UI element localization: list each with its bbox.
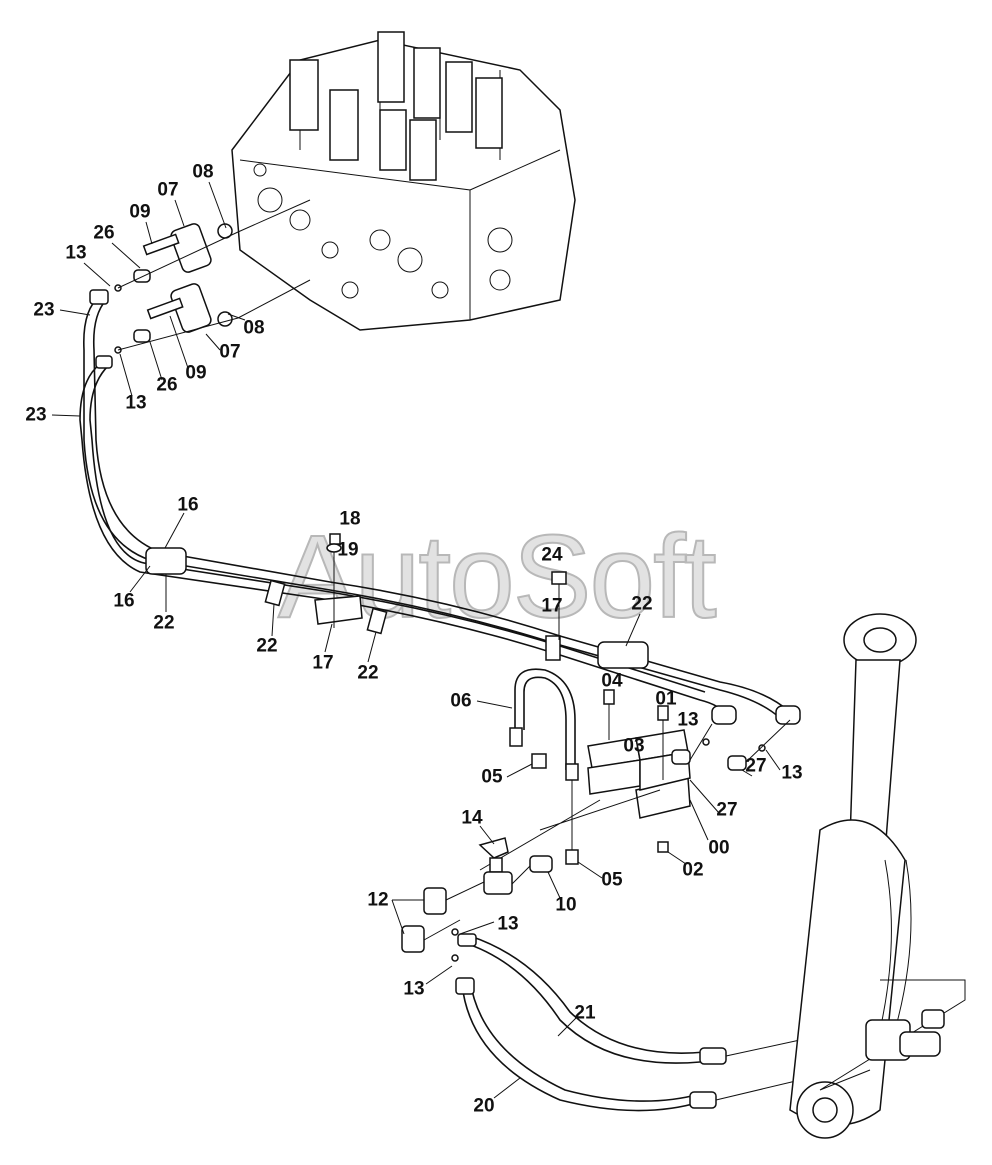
hoses-23 [79,289,801,725]
part-label-17: 17 [541,595,563,617]
part-label-07: 07 [157,179,179,201]
part-label-22: 22 [256,635,278,657]
part-label-21: 21 [574,1002,596,1024]
part-label-03: 03 [623,735,645,757]
part-label-12: 12 [367,889,389,911]
leader-lines [51,181,781,1099]
manifold-block [479,689,791,871]
part-label-26: 26 [93,222,115,244]
part-label-24: 24 [541,544,563,566]
hoses-20-21 [455,933,801,1112]
part-label-20: 20 [473,1095,495,1117]
part-label-13: 13 [677,709,699,731]
part-label-00: 00 [708,837,730,859]
part-label-10: 10 [555,894,577,916]
part-label-22: 22 [357,662,379,684]
part-label-13: 13 [781,762,803,784]
part-label-22: 22 [153,612,175,634]
part-label-09: 09 [185,362,207,384]
part-label-23: 23 [25,404,47,426]
part-label-18: 18 [339,508,361,530]
control-valve [231,31,576,331]
boom-cylinder [789,613,966,1139]
part-label-16: 16 [113,590,135,612]
part-label-19: 19 [337,539,359,561]
part-label-13: 13 [125,392,147,414]
part-label-17: 17 [312,652,334,674]
part-label-08: 08 [243,317,265,339]
part-label-09: 09 [129,201,151,223]
part-label-23: 23 [33,299,55,321]
part-label-05: 05 [601,869,623,891]
stop-valve [401,837,553,962]
hose-06 [509,668,579,865]
part-label-04: 04 [601,670,623,692]
part-label-05: 05 [481,766,503,788]
part-label-27: 27 [716,799,738,821]
part-label-13: 13 [497,913,519,935]
part-label-14: 14 [461,807,483,829]
part-label-01: 01 [655,688,677,710]
part-label-16: 16 [177,494,199,516]
part-label-08: 08 [192,161,214,183]
part-label-13: 13 [403,978,425,1000]
part-label-26: 26 [156,374,178,396]
part-label-27: 27 [745,755,767,777]
part-label-06: 06 [450,690,472,712]
part-label-13: 13 [65,242,87,264]
part-label-02: 02 [682,859,704,881]
part-label-22: 22 [631,593,653,615]
part-label-07: 07 [219,341,241,363]
flange-fittings [114,199,311,354]
